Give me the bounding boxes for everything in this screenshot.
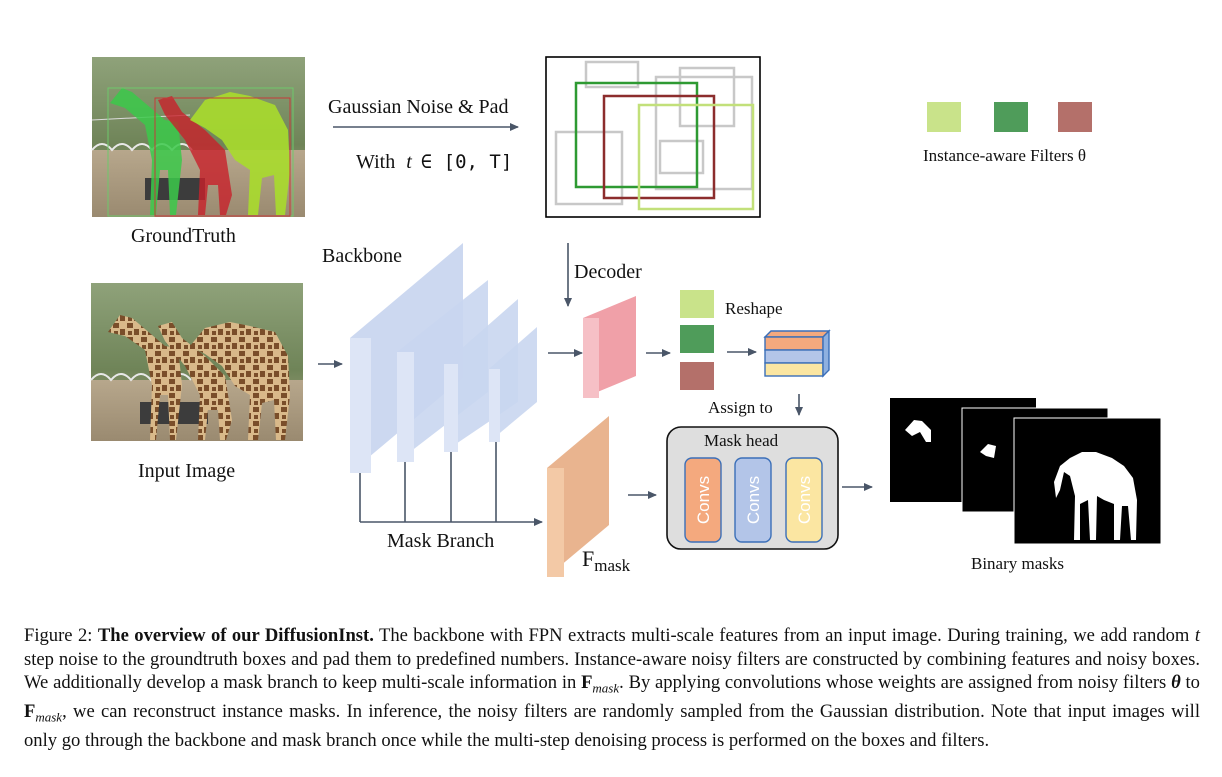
conv-blocks: Convs Convs Convs bbox=[684, 457, 823, 543]
decoder-label: Decoder bbox=[574, 261, 642, 283]
noise-label-t: t bbox=[406, 151, 412, 173]
backbone-label: Backbone bbox=[322, 245, 402, 267]
gt-mask-lime bbox=[190, 92, 290, 215]
noise-label-range: ∈ [0, T] bbox=[420, 151, 513, 173]
decoder-output-slab bbox=[583, 296, 636, 398]
fmask-label-main: F bbox=[582, 546, 595, 571]
noise-label-line1: Gaussian Noise & Pad bbox=[328, 96, 509, 118]
caption-fmask-2-sub: mask bbox=[35, 709, 63, 725]
figure-caption: Figure 2: The overview of our DiffusionI… bbox=[24, 624, 1200, 753]
backbone-pyramid bbox=[350, 243, 537, 473]
caption-text-1: The backbone with FPN extracts multi-sca… bbox=[378, 625, 1190, 646]
noise-label-line2: With t ∈ [0, T] bbox=[356, 152, 512, 172]
diagram-canvas: Convs Convs Convs bbox=[90, 56, 1162, 577]
caption-figure-label: Figure 2: bbox=[24, 625, 93, 646]
groundtruth-image bbox=[91, 57, 305, 217]
caption-t: t bbox=[1194, 625, 1201, 646]
noise-label-with: With bbox=[356, 151, 396, 173]
fmask-label: Fmask bbox=[582, 546, 630, 575]
conv-label-2: Convs bbox=[744, 476, 763, 524]
reshape-label: Reshape bbox=[725, 299, 783, 318]
caption-theta: θ bbox=[1171, 672, 1181, 693]
caption-fmask-2: F bbox=[24, 701, 36, 723]
gt-mask-red bbox=[158, 96, 232, 215]
filter-block-green bbox=[680, 325, 714, 353]
legend-swatch-green bbox=[994, 102, 1028, 132]
legend-swatch-lime bbox=[927, 102, 961, 132]
groundtruth-label: GroundTruth bbox=[131, 225, 236, 247]
caption-title: The overview of our DiffusionInst. bbox=[97, 625, 374, 646]
filter-block-rose bbox=[680, 362, 714, 390]
assign-label: Assign to bbox=[708, 398, 773, 417]
gt-mask-green bbox=[110, 88, 182, 215]
input-image-label: Input Image bbox=[138, 460, 236, 482]
noisy-boxes-panel bbox=[545, 56, 761, 218]
conv-block-1 bbox=[684, 457, 722, 543]
filter-block-lime bbox=[680, 290, 714, 318]
legend-label: Instance-aware Filters θ bbox=[923, 146, 1086, 165]
binary-masks-label: Binary masks bbox=[971, 554, 1065, 573]
caption-fmask-1-sub: mask bbox=[592, 680, 620, 696]
binary-masks bbox=[890, 398, 1162, 545]
caption-text-5: , we can reconstruct instance masks. In … bbox=[24, 701, 1200, 752]
caption-text-4: to bbox=[1185, 672, 1200, 693]
conv-block-3 bbox=[785, 457, 823, 543]
mask-branch-label: Mask Branch bbox=[387, 530, 495, 552]
caption-fmask-1: F bbox=[581, 672, 593, 693]
conv-block-2 bbox=[734, 457, 772, 543]
fmask-slab bbox=[547, 416, 609, 577]
input-image bbox=[90, 283, 303, 441]
mask-head-label: Mask head bbox=[704, 431, 779, 450]
legend-swatch-rose bbox=[1058, 102, 1092, 132]
fmask-label-sub: mask bbox=[594, 556, 631, 575]
caption-text-3: . By applying convolutions whose weights… bbox=[619, 672, 1167, 693]
conv-label-1: Convs bbox=[694, 476, 713, 524]
conv-label-3: Convs bbox=[795, 476, 814, 524]
reshaped-filter-stack bbox=[763, 329, 831, 378]
mask-branch-lines bbox=[359, 442, 543, 526]
caption-text-2: step noise to the groundtruth boxes and … bbox=[24, 648, 1200, 694]
